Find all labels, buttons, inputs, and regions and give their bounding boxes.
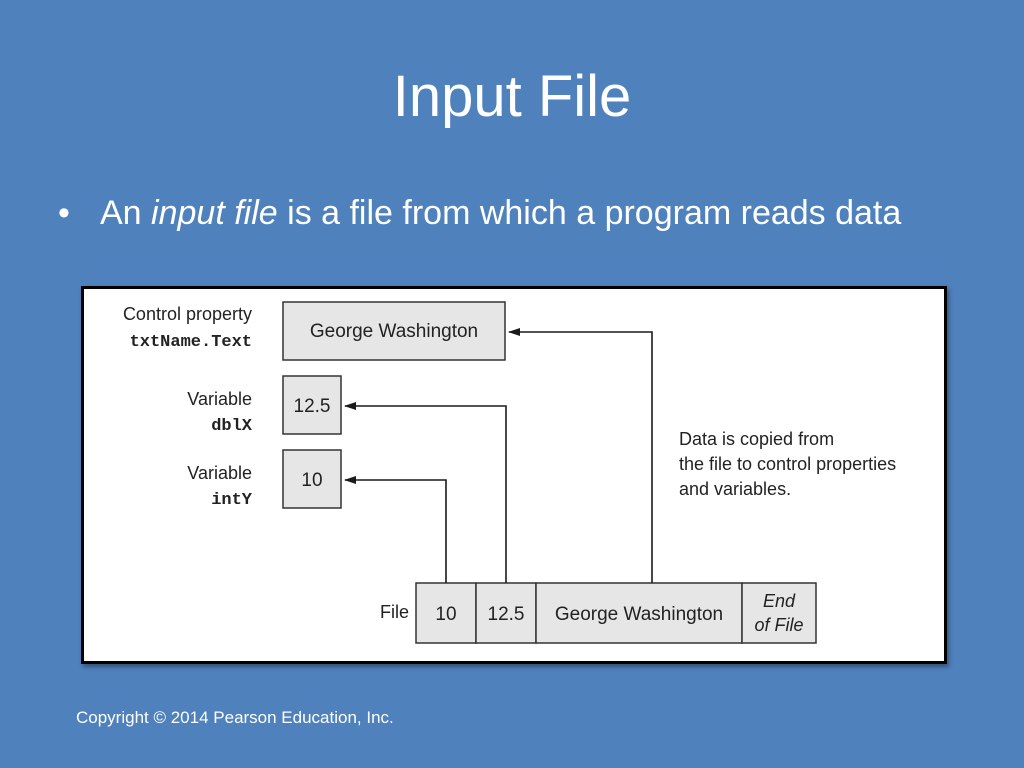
variable-dblx-label: Variable: [187, 389, 252, 409]
arrow-to-control-property: [508, 328, 653, 583]
file-cell-name-value: George Washington: [555, 604, 723, 625]
file-cell-intY-value: 10: [435, 604, 456, 625]
bullet-text: An input file is a file from which a pro…: [100, 190, 980, 236]
bullet-emphasis: input file: [151, 194, 278, 232]
input-file-diagram: Control property txtName.Text George Was…: [81, 286, 947, 664]
control-property-box: [282, 301, 506, 361]
file-end-line-2: of File: [754, 615, 803, 635]
file-cell-dblX-value: 12.5: [488, 604, 525, 625]
bullet-dot: •: [58, 194, 70, 232]
note-line-1: Data is copied from: [679, 429, 834, 449]
bullet-suffix: is a file from which a program reads dat…: [277, 194, 902, 232]
bullet-prefix: An: [100, 194, 152, 232]
file-label: File: [380, 602, 409, 622]
file-end-cell: [741, 582, 817, 644]
variable-dblx-box: [282, 375, 342, 435]
control-property-label: Control property: [123, 304, 252, 324]
copyright-footer: Copyright © 2014 Pearson Education, Inc.: [76, 708, 394, 727]
variable-dblx-name: dblX: [211, 417, 253, 436]
variable-inty-name: intY: [211, 491, 253, 510]
variable-inty-box: [282, 449, 342, 509]
arrow-to-dblx: [344, 402, 507, 583]
file-end-line-1: End: [763, 591, 796, 611]
note-line-2: the file to control properties: [679, 454, 896, 474]
variable-inty-value: 10: [301, 470, 322, 491]
arrow-to-inty: [344, 476, 447, 583]
variable-inty-label: Variable: [187, 463, 252, 483]
diagram-canvas: Control property txtName.Text George Was…: [123, 301, 896, 644]
note-line-3: and variables.: [679, 479, 791, 499]
slide-title: Input File: [392, 64, 632, 129]
variable-dblx-value: 12.5: [294, 396, 331, 417]
control-property-value: George Washington: [310, 321, 478, 342]
file-cell-name: [535, 582, 743, 644]
control-property-name: txtName.Text: [130, 333, 252, 352]
